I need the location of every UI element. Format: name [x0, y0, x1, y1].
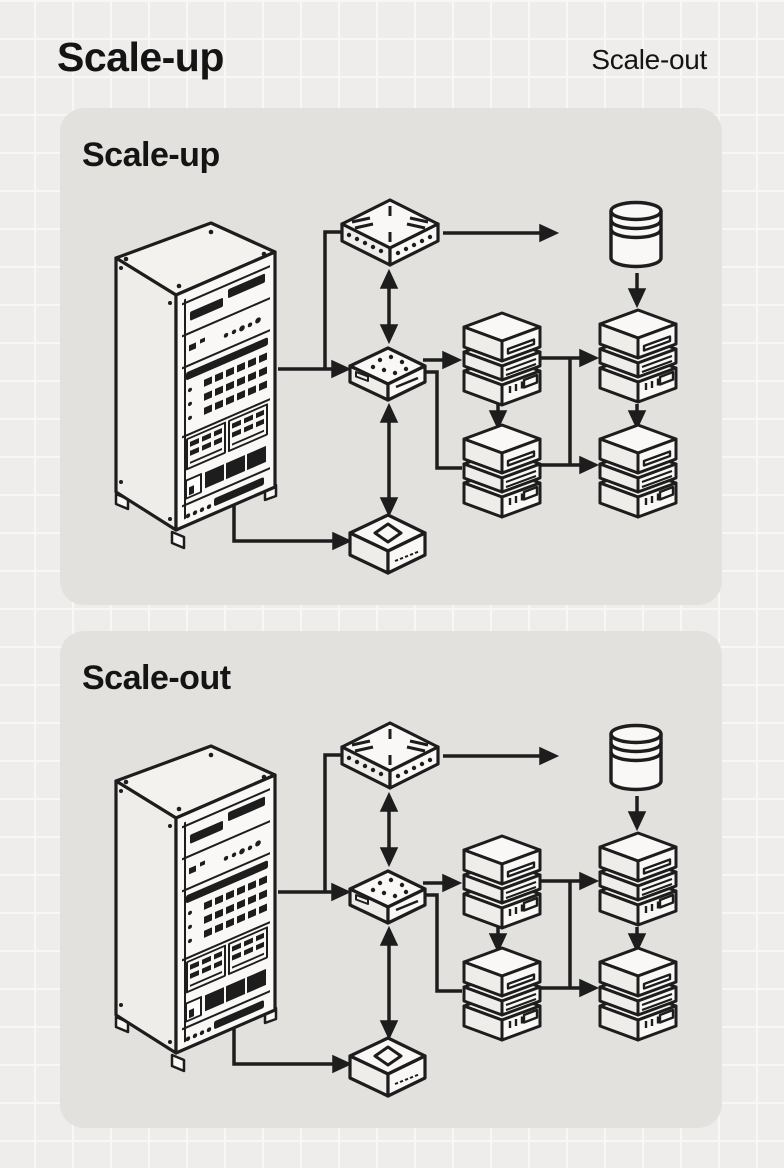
- server-stack-icon: [462, 946, 542, 1042]
- server-stack-icon: [598, 308, 678, 404]
- arrow-connector: [234, 227, 644, 548]
- scale-up-diagram: [114, 198, 678, 575]
- storage-box-icon: [348, 513, 427, 575]
- server-stack-icon: [462, 834, 542, 930]
- scale-up-panel: Scale-up: [60, 108, 722, 605]
- server-stack-icon: [598, 423, 678, 519]
- page-secondary-title: Scale-out: [591, 44, 707, 75]
- switch-icon: [348, 869, 427, 925]
- server-stack-icon: [462, 311, 542, 407]
- switch-icon: [348, 346, 427, 402]
- database-icon: [609, 200, 663, 269]
- router-icon: [340, 198, 440, 267]
- server-stack-icon: [462, 423, 542, 519]
- server-rack-icon: [114, 744, 278, 1073]
- server-stack-icon: [598, 946, 678, 1042]
- database-icon: [609, 723, 663, 792]
- scale-out-panel: Scale-out: [60, 631, 722, 1128]
- storage-box-icon: [348, 1036, 427, 1098]
- scale-out-panel-title: Scale-out: [82, 659, 231, 697]
- server-stack-icon: [598, 831, 678, 927]
- server-rack-icon: [114, 221, 278, 550]
- scale-up-panel-title: Scale-up: [82, 136, 220, 174]
- scale-out-diagram: [114, 721, 678, 1098]
- page-title: Scale-up: [57, 34, 224, 80]
- router-icon: [340, 721, 440, 790]
- arrow-connector: [234, 750, 644, 1071]
